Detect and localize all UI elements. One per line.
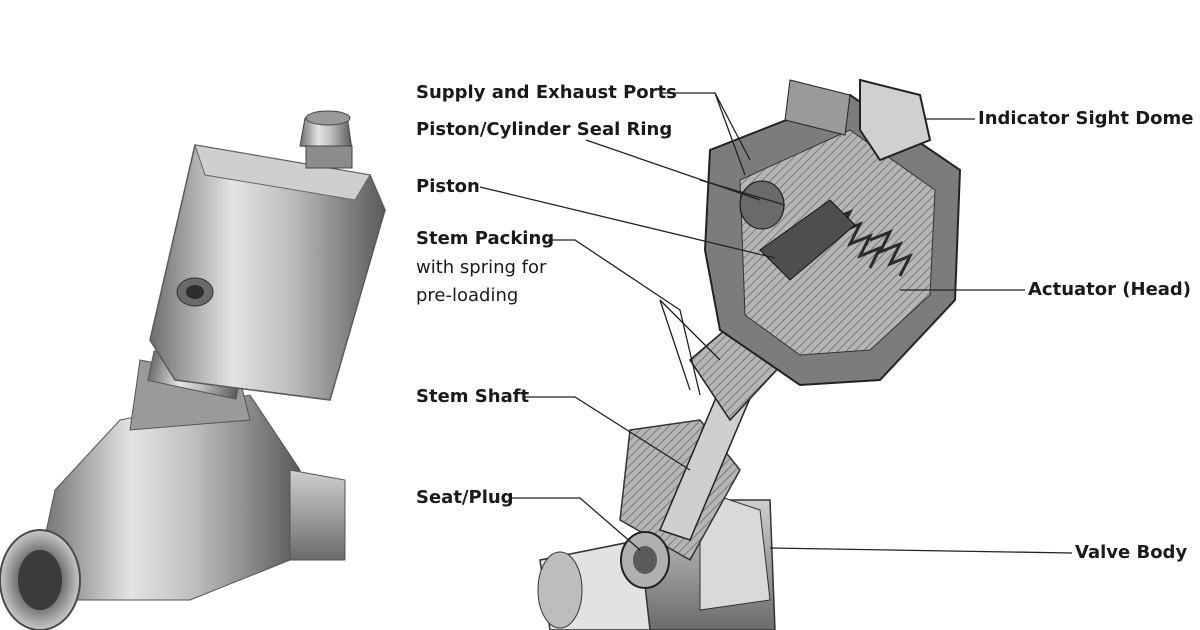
label-actuator-head: Actuator (Head) [1028, 279, 1192, 300]
label-stem-shaft: Stem Shaft [416, 386, 530, 407]
label-stem-packing-detail-2: pre-loading [416, 285, 519, 306]
label-indicator-sight-dome: Indicator Sight Dome [978, 108, 1194, 129]
leader-lines [479, 92, 1073, 554]
label-valve-body: Valve Body [1075, 542, 1188, 563]
valve-cutaway [537, 78, 962, 630]
label-piston-cylinder-seal-ring: Piston/Cylinder Seal Ring [416, 119, 673, 140]
label-stem-packing: Stem Packing [416, 228, 555, 249]
label-seat-plug: Seat/Plug [416, 487, 514, 508]
label-piston: Piston [416, 176, 480, 197]
label-supply-exhaust-ports: Supply and Exhaust Ports [416, 82, 677, 103]
label-stem-packing-detail-1: with spring for [416, 257, 547, 278]
valve-photo [0, 110, 386, 630]
